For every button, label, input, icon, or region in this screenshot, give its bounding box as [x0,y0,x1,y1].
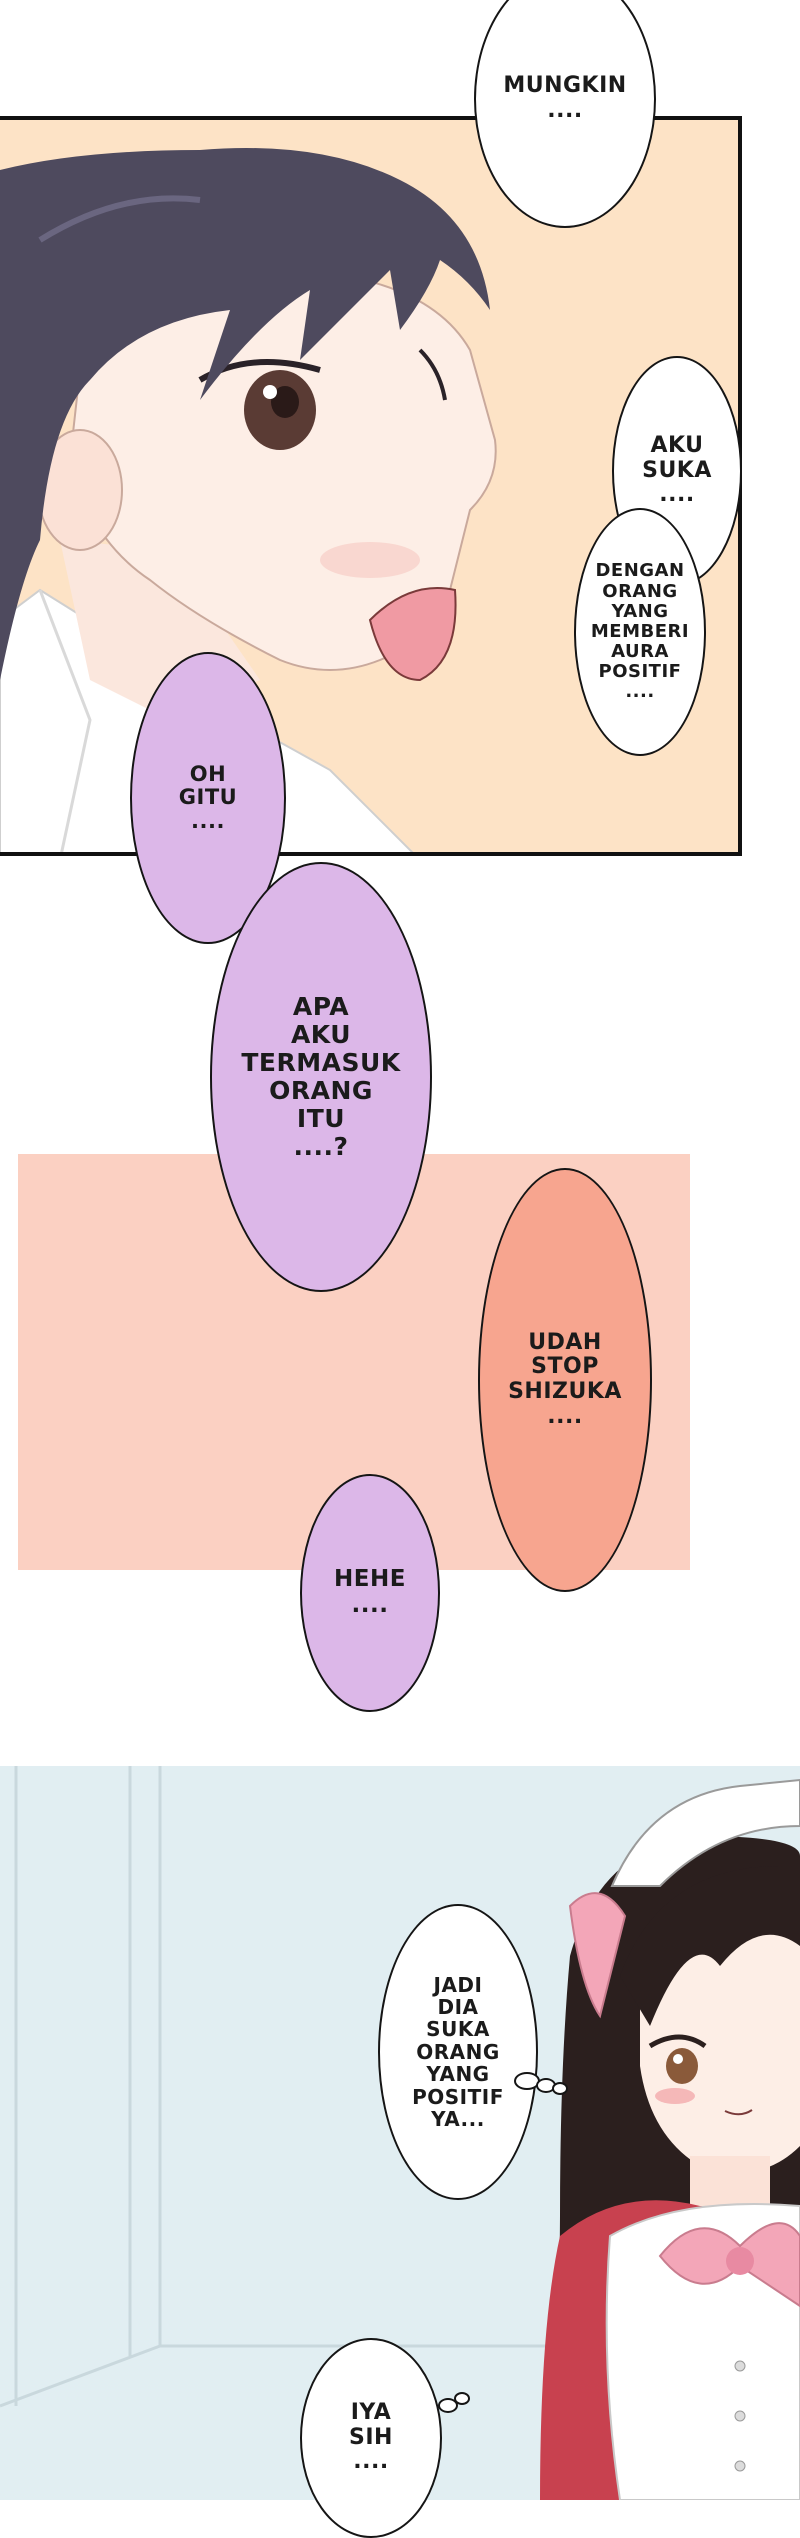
comic-panel-maid [0,1766,800,2500]
thought-bubble: JADI DIA SUKA ORANG YANG POSITIF YA... [378,1904,538,2200]
thought-dot [454,2392,470,2405]
bubble-text: AKU SUKA .... [642,433,712,508]
bubble-text: OH GITU .... [178,761,238,833]
bubble-text: HEHE .... [334,1566,406,1618]
speech-bubble: APA AKU TERMASUK ORANG ITU ....? [210,862,432,1292]
speech-bubble: UDAH STOP SHIZUKA .... [478,1168,652,1592]
thought-dot [438,2398,458,2413]
speech-bubble: DENGAN ORANG YANG MEMBERI AURA POSITIF .… [574,508,706,756]
bubble-text: DENGAN ORANG YANG MEMBERI AURA POSITIF .… [590,560,690,703]
bubble-text: APA AKU TERMASUK ORANG ITU ....? [241,992,401,1161]
bubble-text: MUNGKIN .... [503,73,627,123]
bubble-text: IYA SIH .... [349,2400,393,2475]
boy-illustration [0,148,497,852]
speech-bubble: MUNGKIN .... [474,0,656,228]
thought-bubble: IYA SIH .... [300,2338,442,2538]
maid-illustration [0,1766,800,2500]
speech-bubble: HEHE .... [300,1474,440,1712]
bubble-text: UDAH STOP SHIZUKA .... [508,1329,622,1429]
bubble-text: JADI DIA SUKA ORANG YANG POSITIF YA... [412,1972,504,2131]
thought-dot [552,2082,568,2095]
